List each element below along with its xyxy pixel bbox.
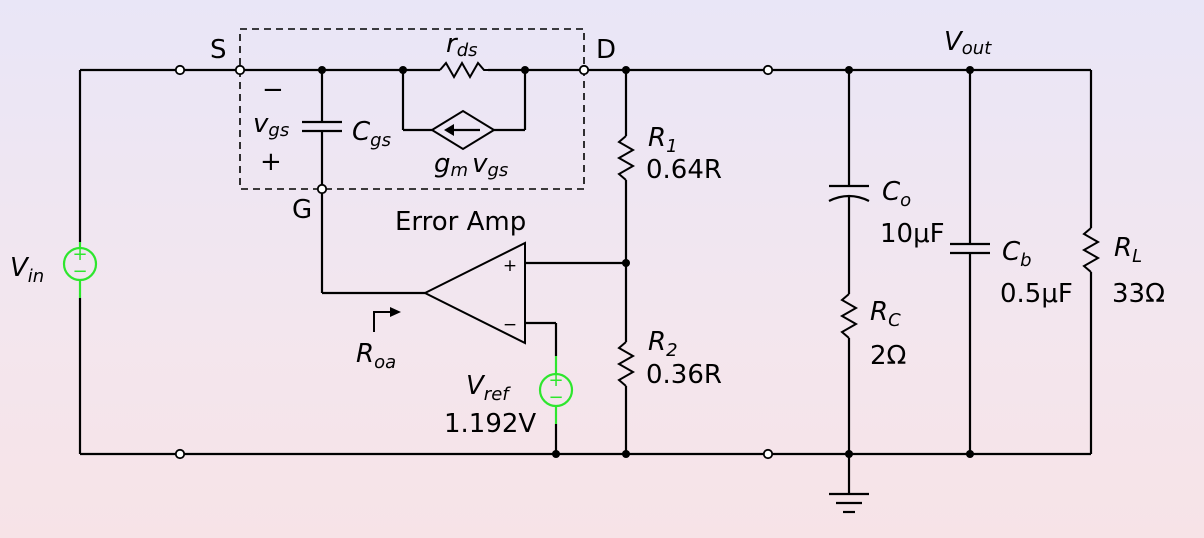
cgs-label: Cgs (352, 117, 391, 151)
rc-main: R (870, 297, 888, 327)
rds-label: rds (446, 29, 478, 61)
cb-capacitor (950, 70, 990, 454)
error-amp-title: Error Amp (395, 207, 526, 237)
rds-resistor (439, 60, 488, 80)
cb-value: 0.5μF (1000, 279, 1073, 309)
error-amp: + − (422, 241, 626, 356)
gm-main: g (434, 149, 451, 179)
rc-resistor (839, 293, 859, 454)
rc-label: RC (870, 297, 901, 331)
vgs-main: v (253, 109, 269, 139)
rl-resistor (1081, 70, 1101, 454)
vgs-sub: gs (268, 120, 289, 141)
rl-label: RL (1114, 233, 1142, 267)
rc-value: 2Ω (870, 341, 906, 371)
vref-main: V (466, 371, 486, 401)
vout-label: Vout (944, 27, 992, 59)
vout-main: V (944, 27, 964, 57)
rl-main: R (1114, 233, 1132, 263)
vin-minus: − (72, 261, 87, 282)
amp-plus: + (503, 256, 517, 276)
cgs-capacitor (302, 70, 342, 189)
vin-main: V (10, 253, 30, 283)
r1-value: 0.64R (646, 155, 722, 185)
cgs-sub: gs (370, 130, 391, 151)
rds-main: r (446, 29, 459, 59)
rds-sub: ds (457, 40, 478, 61)
roa-sub: oa (374, 352, 396, 373)
node-g-label: G (292, 195, 312, 225)
rc-sub: C (888, 310, 901, 331)
vref-source: + − (538, 356, 574, 454)
vin-sub: in (28, 266, 44, 287)
ground-symbol (829, 454, 869, 514)
vgs-label: vgs (253, 109, 289, 141)
rl-sub: L (1132, 246, 1142, 267)
gate-wire (320, 189, 425, 295)
vref-value: 1.192V (444, 409, 536, 439)
cb-label: Cb (1002, 237, 1032, 271)
gm-tail-sub: gs (487, 160, 508, 181)
vgs-minus-label: − (262, 75, 284, 105)
open-terminals (174, 64, 774, 460)
r2-main: R (648, 327, 666, 357)
r2-value: 0.36R (646, 360, 722, 390)
vout-sub: out (962, 38, 992, 59)
vin-source: + − (62, 70, 98, 454)
gm-dependent-source (401, 70, 527, 151)
vref-minus: − (548, 387, 563, 408)
cgs-main: C (352, 117, 371, 147)
vref-label: Vref (466, 371, 511, 405)
r1-resistor (616, 70, 636, 263)
vref-plus: + (548, 370, 563, 391)
gm-tail-main: v (472, 149, 488, 179)
roa-label: Roa (356, 339, 396, 373)
mosfet-model-box (239, 28, 585, 190)
roa-arrow (373, 307, 401, 332)
gm-sub: m (451, 160, 469, 181)
r1-label: R1 (648, 123, 678, 157)
cb-sub: b (1020, 250, 1031, 271)
node-d-label: D (596, 35, 616, 65)
cb-main: C (1002, 237, 1021, 267)
vin-plus: + (72, 244, 87, 265)
co-main: C (882, 177, 901, 207)
co-sub: o (900, 190, 911, 211)
co-label: Co (882, 177, 911, 211)
r2-sub: 2 (666, 340, 677, 361)
r2-resistor (616, 263, 636, 454)
co-value: 10μF (880, 219, 945, 249)
r1-sub: 1 (666, 136, 677, 157)
r1-main: R (648, 123, 666, 153)
vgs-plus-label: + (260, 147, 282, 177)
co-capacitor (828, 70, 870, 294)
vref-sub: ref (484, 384, 511, 405)
amp-minus: − (503, 315, 517, 335)
r2-label: R2 (648, 327, 678, 361)
vin-label: Vin (10, 253, 44, 287)
rl-value: 33Ω (1112, 279, 1165, 309)
roa-main: R (356, 339, 374, 369)
node-s-label: S (210, 35, 227, 65)
junction-dots (318, 66, 974, 458)
